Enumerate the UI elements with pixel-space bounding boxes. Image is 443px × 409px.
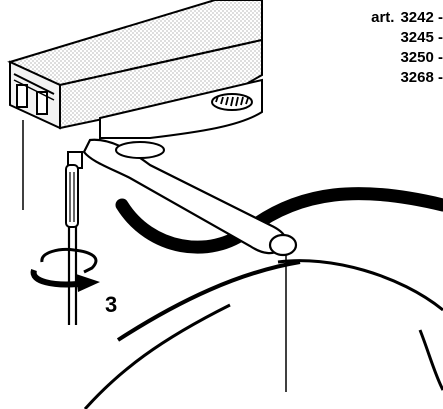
thin-cable bbox=[277, 259, 443, 312]
diagonal-cable-low bbox=[83, 303, 231, 409]
article-code: 3242 - bbox=[400, 9, 443, 26]
thin-cable-right bbox=[418, 329, 443, 391]
rotation-arrow-icon bbox=[30, 248, 100, 292]
diagonal-cable bbox=[116, 260, 301, 342]
lever-knob bbox=[268, 233, 298, 257]
article-code: 3245 - bbox=[400, 29, 443, 46]
spindle-collar bbox=[115, 141, 165, 159]
article-code: 3268 - bbox=[400, 69, 443, 86]
article-code: 3250 - bbox=[400, 49, 443, 66]
step-number: 3 bbox=[105, 292, 118, 317]
lever-arm bbox=[82, 138, 287, 255]
article-prefix: art. bbox=[371, 9, 395, 26]
article-row: art. 3242 - bbox=[316, 8, 443, 28]
article-row: 3268 - bbox=[316, 68, 443, 88]
article-row: 3245 - bbox=[316, 28, 443, 48]
screwdriver bbox=[65, 164, 79, 325]
end-slot-2 bbox=[36, 91, 48, 115]
end-slot-1 bbox=[16, 84, 28, 108]
article-row: 3250 - bbox=[316, 48, 443, 68]
adjustment-wheel bbox=[211, 93, 253, 111]
article-numbers: art. 3242 - 3245 - 3250 - 3268 - bbox=[316, 8, 443, 88]
